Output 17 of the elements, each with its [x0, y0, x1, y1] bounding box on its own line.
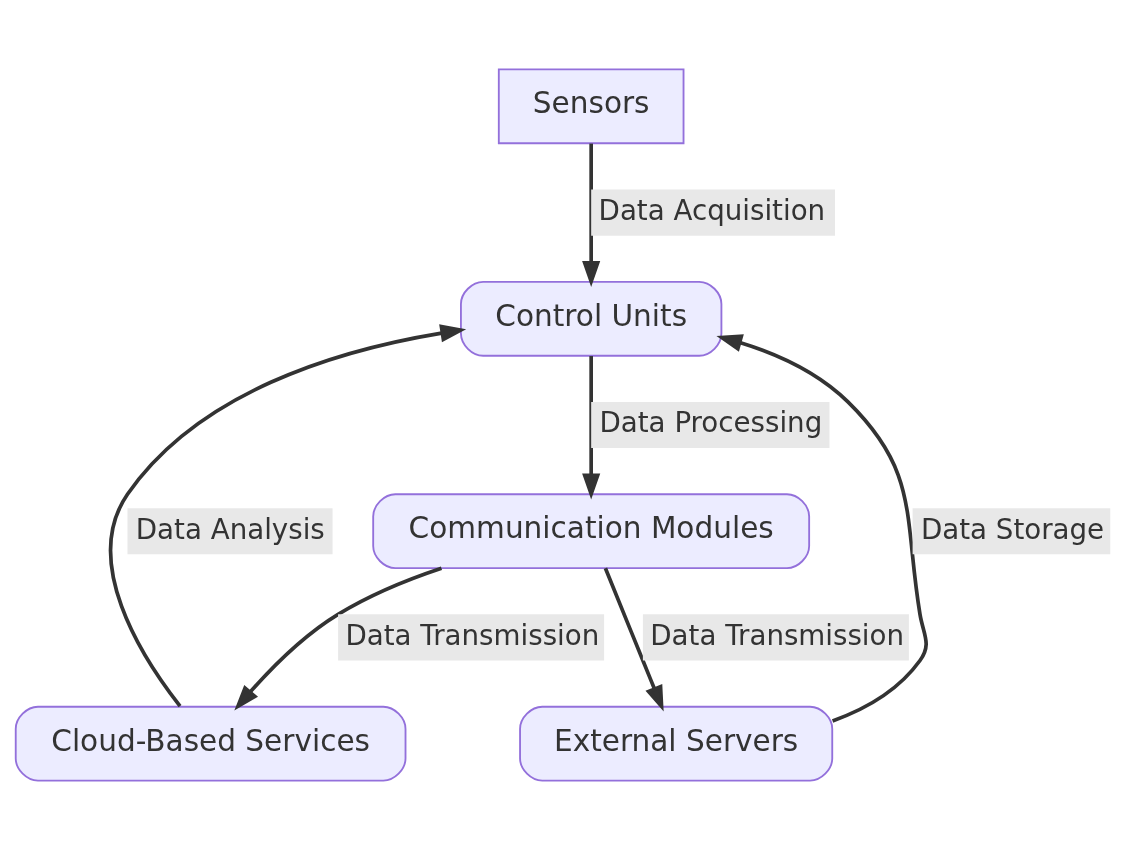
- edge-label: Data Acquisition: [598, 193, 826, 227]
- arrow: [603, 567, 664, 712]
- edge-label: Data Processing: [599, 406, 823, 440]
- arrow: [716, 334, 928, 723]
- node-box: Cloud-Based Services: [14, 705, 407, 782]
- edge-label: Data Storage: [920, 512, 1105, 546]
- edge-label: Data Transmission: [650, 618, 905, 652]
- node-box: External Servers: [519, 705, 834, 782]
- node-box: Sensors: [497, 68, 685, 145]
- arrow: [234, 566, 443, 711]
- arrow: [108, 324, 467, 708]
- node-box: Control Units: [460, 280, 723, 357]
- arrow: [582, 356, 601, 500]
- node-box: Communication Modules: [372, 493, 811, 570]
- arrow: [582, 143, 601, 287]
- edge-label: Data Transmission: [345, 618, 600, 652]
- edge-label: Data Analysis: [135, 512, 325, 546]
